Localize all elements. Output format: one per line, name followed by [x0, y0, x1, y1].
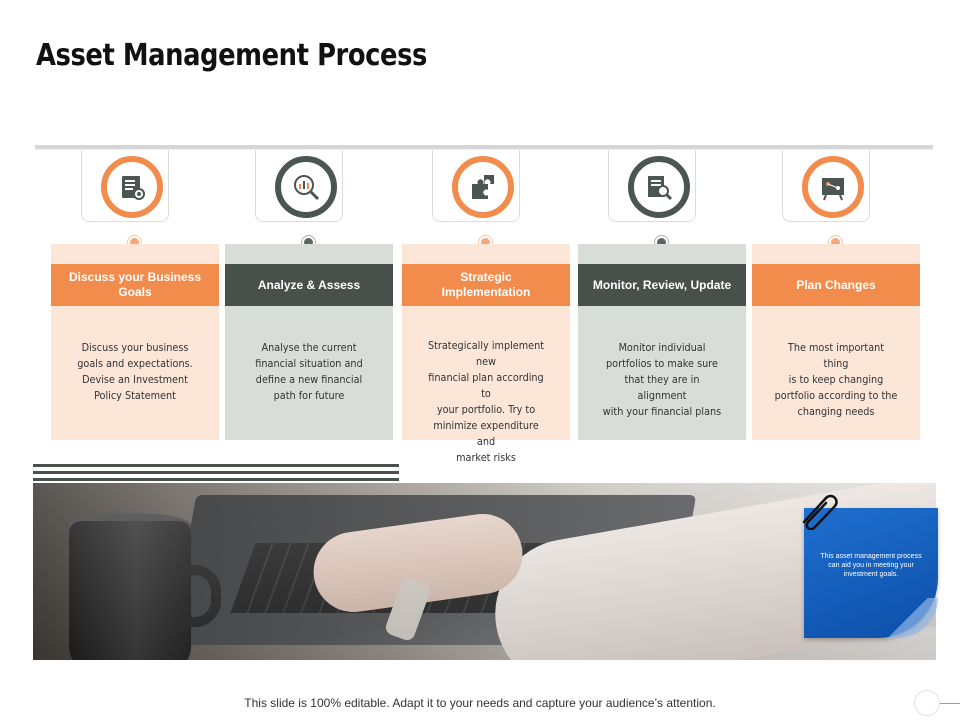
- step-discuss-goals: Discuss your Business Goals Discuss your…: [51, 150, 219, 440]
- step-analyze-assess: Analyze & Assess Analyse the current fin…: [225, 150, 393, 440]
- note-text: This asset management process can aid yo…: [820, 553, 922, 578]
- step-card: Analyze & Assess Analyse the current fin…: [225, 244, 393, 440]
- step-card: Strategic Implementation Strategically i…: [402, 244, 570, 464]
- step-card: Plan Changes The most important thing is…: [752, 244, 920, 440]
- laptop-photo: [33, 483, 936, 660]
- slide-title: Asset Management Process: [36, 38, 427, 73]
- step-description: Strategically implement new financial pl…: [427, 339, 545, 464]
- corner-decoration: [914, 690, 940, 716]
- step-plan-changes: Plan Changes The most important thing is…: [752, 150, 920, 440]
- paperclip-icon: [802, 494, 838, 530]
- step-card: Monitor, Review, Update Monitor individu…: [578, 244, 746, 440]
- step-title: Strategic Implementation: [402, 264, 570, 306]
- footer-text: This slide is 100% editable. Adapt it to…: [244, 696, 716, 710]
- step-card: Discuss your Business Goals Discuss your…: [51, 244, 219, 440]
- analytics-magnifier-icon: [275, 156, 337, 218]
- step-description: Discuss your business goals and expectat…: [77, 341, 193, 402]
- decorative-stripes: [33, 464, 399, 485]
- step-strategic-implementation: Strategic Implementation Strategically i…: [402, 150, 570, 464]
- top-divider: [35, 145, 933, 149]
- step-title: Monitor, Review, Update: [578, 264, 746, 306]
- sticky-note: This asset management process can aid yo…: [804, 508, 938, 638]
- checklist-report-icon: [101, 156, 163, 218]
- step-monitor-review: Monitor, Review, Update Monitor individu…: [578, 150, 746, 440]
- corner-line: [940, 703, 960, 704]
- planning-board-icon: [802, 156, 864, 218]
- puzzle-pieces-icon: [452, 156, 514, 218]
- step-title: Plan Changes: [752, 264, 920, 306]
- document-search-icon: [628, 156, 690, 218]
- step-description: Monitor individual portfolios to make su…: [602, 341, 722, 418]
- step-description: The most important thing is to keep chan…: [774, 341, 898, 418]
- step-title: Analyze & Assess: [225, 264, 393, 306]
- step-title: Discuss your Business Goals: [51, 264, 219, 306]
- step-description: Analyse the current financial situation …: [255, 341, 363, 402]
